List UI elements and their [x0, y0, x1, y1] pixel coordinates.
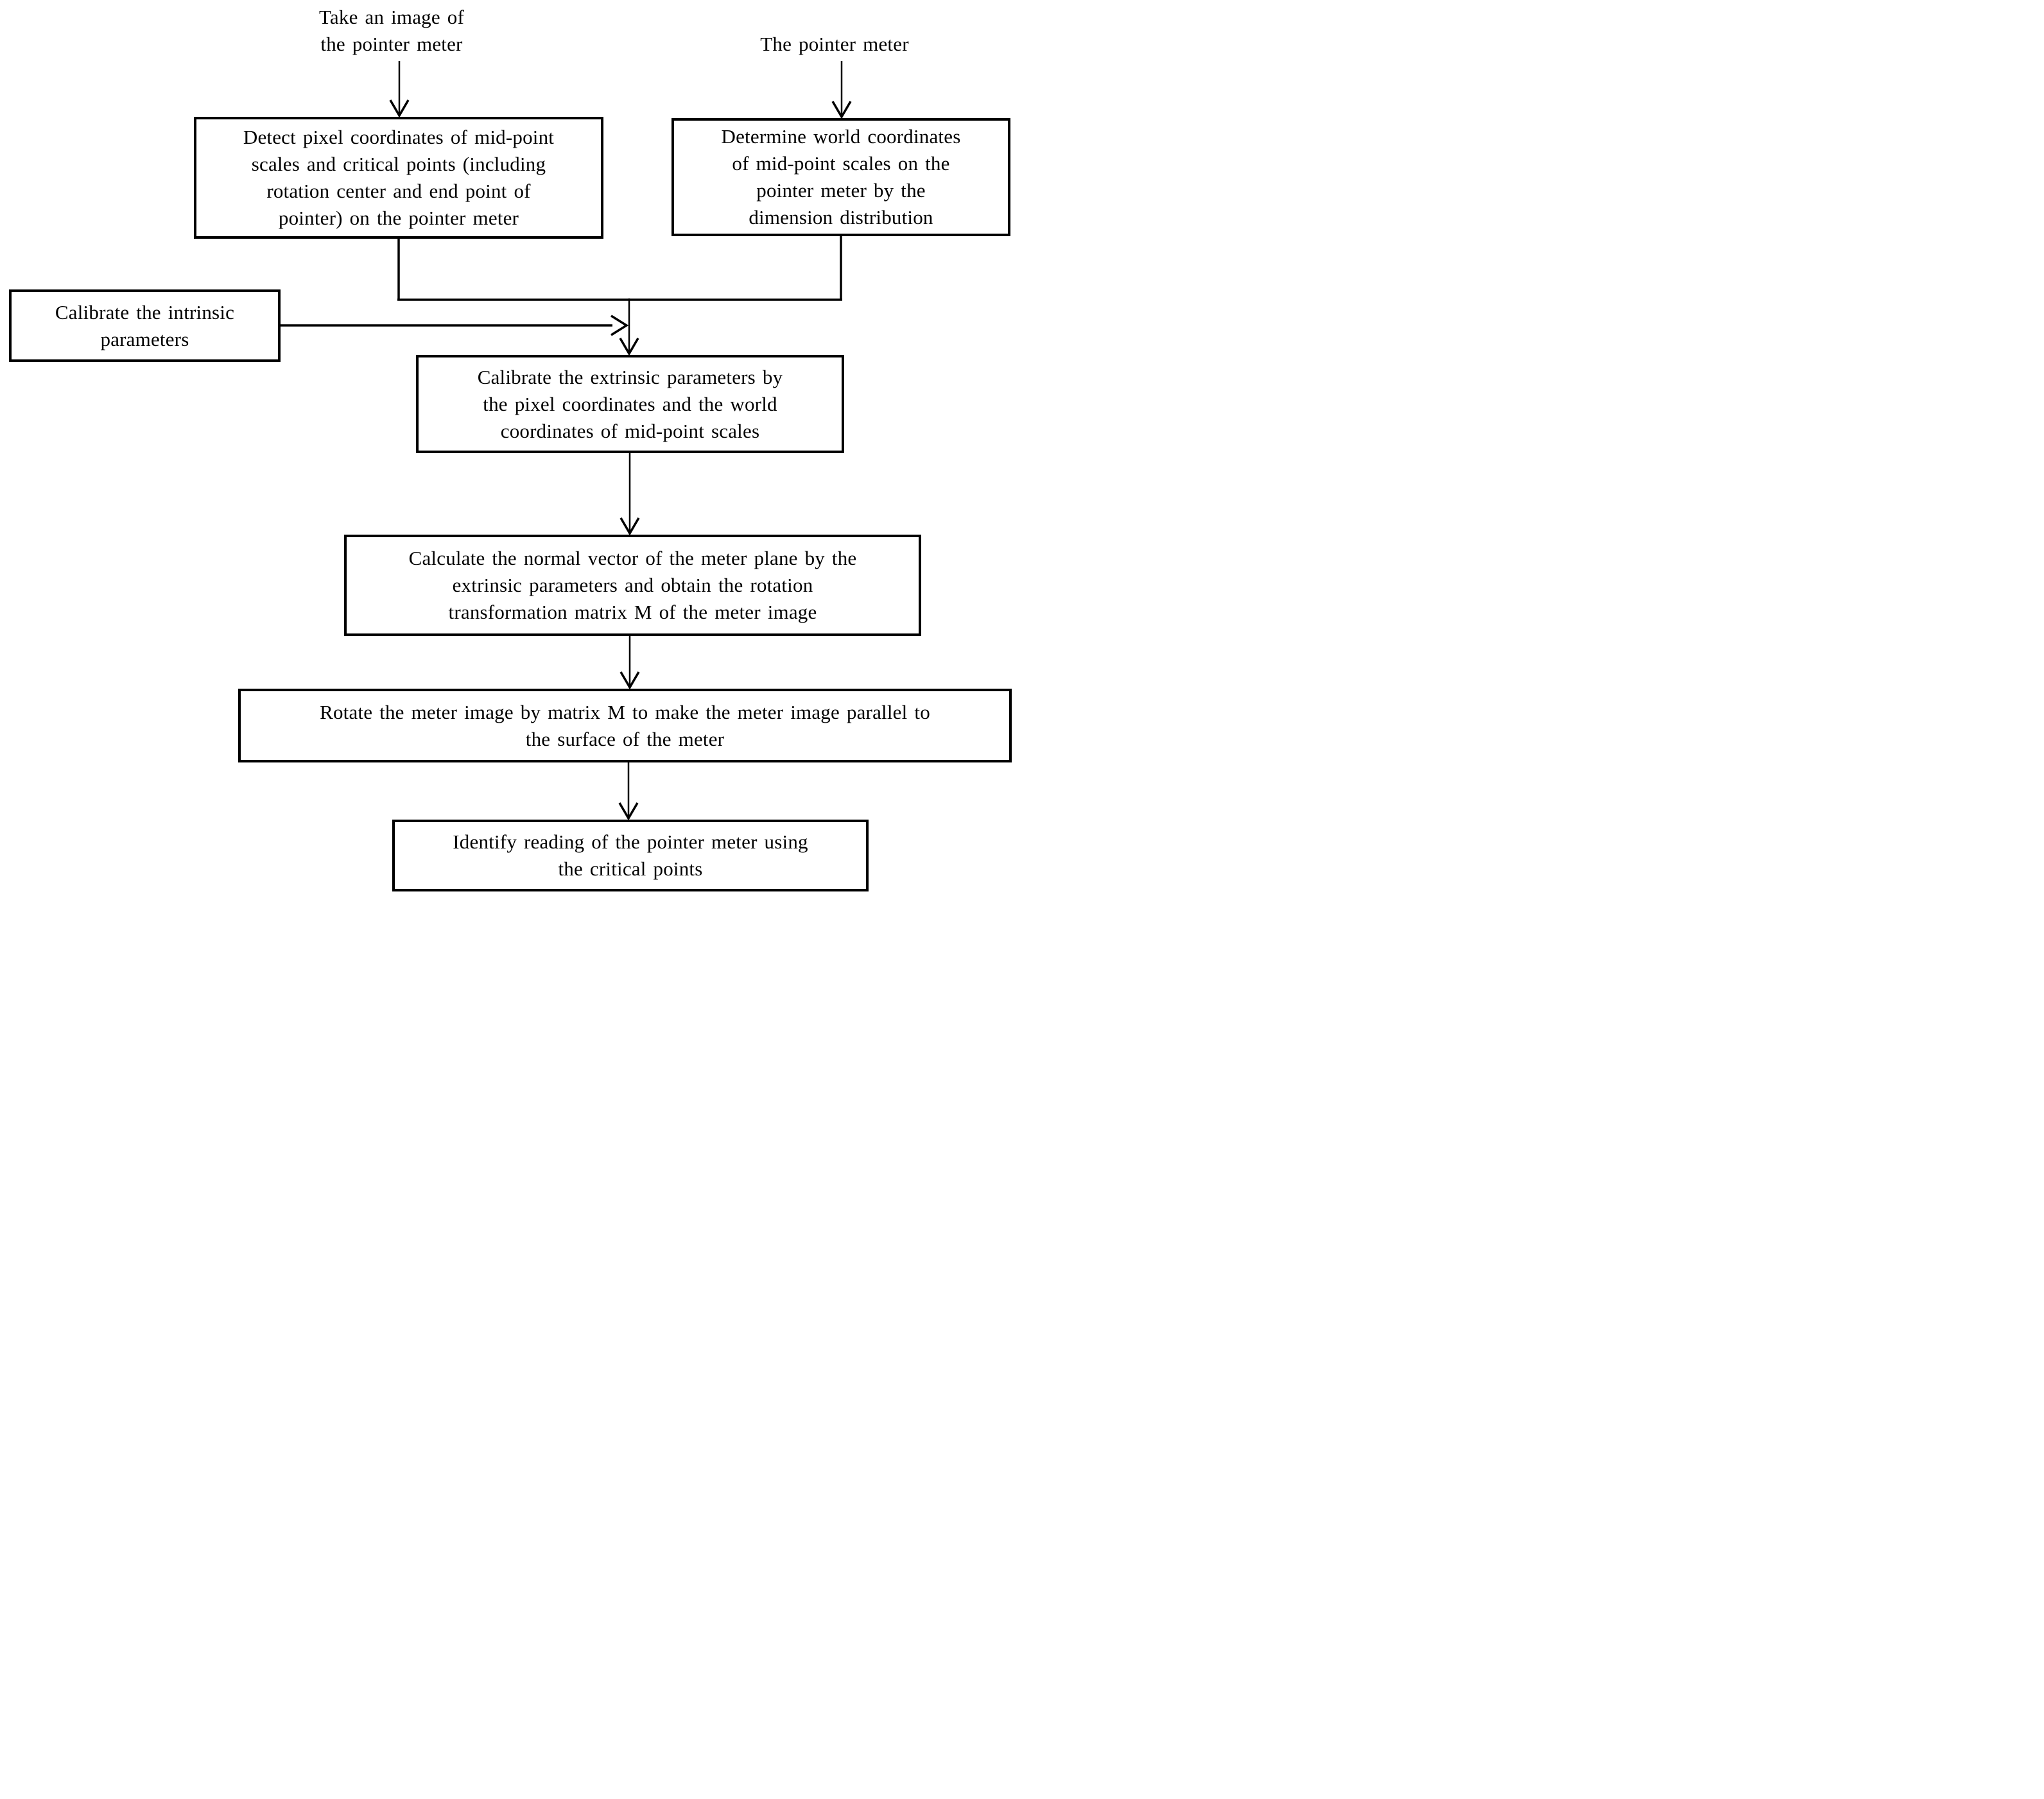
box-line: transformation matrix M of the meter ima… — [448, 601, 817, 623]
box-line: Detect pixel coordinates of mid-point — [243, 126, 555, 148]
connector-layer — [280, 61, 852, 821]
box-line: pointer meter by the — [756, 179, 926, 202]
box-line: Determine world coordinates — [721, 125, 961, 148]
box-calibrate-extrinsic: Calibrate the extrinsic parameters by th… — [416, 355, 844, 453]
box-rotate-meter-image: Rotate the meter image by matrix M to ma… — [238, 689, 1012, 762]
box-line: of mid-point scales on the — [732, 152, 950, 175]
arrow-take-image-to-detect — [389, 61, 410, 118]
box-line: pointer) on the pointer meter — [278, 207, 519, 229]
box-line: parameters — [100, 327, 189, 350]
box-line: the surface of the meter — [525, 727, 725, 750]
box-line: Calibrate the extrinsic parameters by — [477, 365, 783, 388]
label-line: Take an image of — [318, 6, 465, 28]
box-line: rotation center and end point of — [266, 180, 531, 202]
arrow-junction-to-extrinsic — [619, 298, 639, 356]
box-line: coordinates of mid-point scales — [500, 419, 760, 442]
box-detect-pixel-coordinates: Detect pixel coordinates of mid-point sc… — [194, 117, 603, 239]
box-calculate-normal-vector: Calculate the normal vector of the meter… — [344, 535, 921, 636]
flowchart-canvas: Take an image of the pointer meter The p… — [0, 0, 1022, 900]
arrow-normal-to-rotate — [619, 635, 640, 690]
arrow-intrinsic-to-junction — [280, 314, 629, 336]
arrow-rotate-to-identify — [618, 761, 639, 821]
box-line: Rotate the meter image by matrix M to ma… — [320, 700, 930, 723]
label-take-image: Take an image of the pointer meter — [282, 4, 501, 58]
box-line: Calibrate the intrinsic — [55, 300, 235, 323]
label-pointer-meter: The pointer meter — [725, 31, 944, 58]
box-line: the pixel coordinates and the world — [483, 392, 777, 415]
box-calibrate-intrinsic: Calibrate the intrinsic parameters — [9, 289, 281, 362]
arrow-pointer-meter-to-world — [831, 61, 852, 119]
label-line: The pointer meter — [760, 33, 909, 55]
box-line: the critical points — [558, 857, 703, 880]
box-line: dimension distribution — [749, 206, 933, 228]
box-line: extrinsic parameters and obtain the rota… — [452, 574, 813, 596]
box-line: scales and critical points (including — [251, 153, 546, 175]
box-line: Calculate the normal vector of the meter… — [408, 547, 857, 569]
arrow-extrinsic-to-normal — [619, 452, 640, 536]
box-determine-world-coordinates: Determine world coordinates of mid-point… — [671, 118, 1010, 236]
box-identify-reading: Identify reading of the pointer meter us… — [392, 820, 869, 891]
box-line: Identify reading of the pointer meter us… — [453, 831, 808, 853]
label-line: the pointer meter — [320, 33, 463, 55]
